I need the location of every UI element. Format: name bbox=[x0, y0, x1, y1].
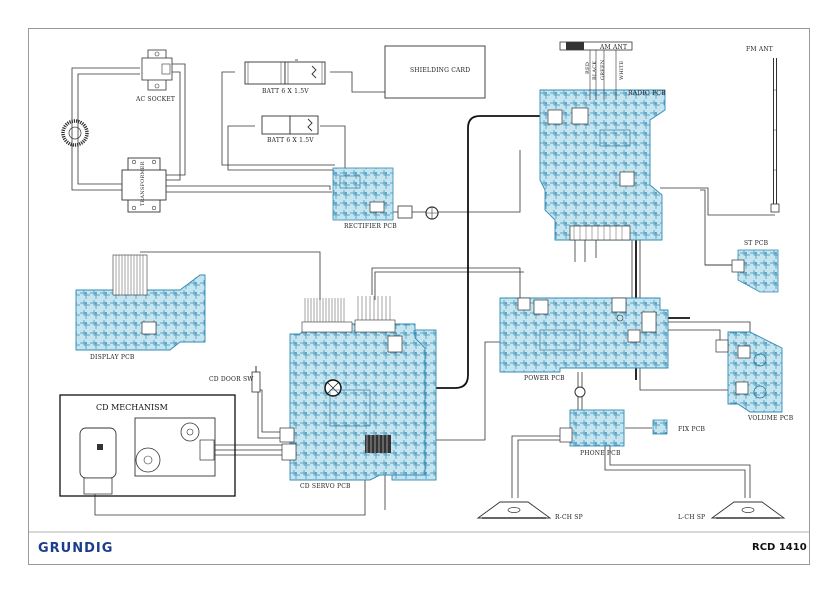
am-antenna bbox=[559, 41, 633, 100]
label-fm-ant: FM ANT bbox=[746, 46, 773, 53]
brand-logo: GRUNDIG bbox=[38, 541, 114, 556]
label-l-ch-sp: L-CH SP bbox=[678, 514, 706, 521]
battery-pack-1 bbox=[244, 61, 326, 85]
cd-mechanism bbox=[59, 394, 236, 497]
label-volume-pcb: VOLUME PCB bbox=[748, 415, 794, 422]
radio-pcb bbox=[539, 89, 666, 241]
diagram-frame bbox=[28, 28, 810, 565]
shielding-card bbox=[384, 45, 486, 99]
volume-pcb bbox=[715, 331, 783, 413]
fix-pcb bbox=[652, 419, 668, 435]
ferrite-toroid bbox=[61, 119, 89, 147]
label-white: WHITE bbox=[619, 60, 625, 80]
speaker-left bbox=[710, 501, 786, 519]
label-am-ant: AM ANT bbox=[600, 44, 628, 51]
label-rectifier-pcb: RECTIFIER PCB bbox=[344, 223, 397, 230]
fm-antenna bbox=[770, 58, 780, 213]
model-number: RCD 1410 bbox=[752, 542, 807, 553]
st-pcb bbox=[731, 249, 779, 293]
label-batt-2: BATT 6 X 1.5V bbox=[267, 137, 314, 144]
speaker-right bbox=[476, 501, 552, 519]
label-st-pcb: ST PCB bbox=[744, 240, 769, 247]
label-ac-socket: AC SOCKET bbox=[136, 96, 176, 103]
label-red: RED bbox=[585, 61, 591, 74]
dc-jack bbox=[397, 205, 439, 220]
label-r-ch-sp: R-CH SP bbox=[555, 514, 583, 521]
rectifier-pcb bbox=[332, 167, 394, 221]
label-radio-pcb: RADIO PCB bbox=[628, 90, 666, 97]
transformer bbox=[121, 157, 167, 213]
cd-door-switch bbox=[251, 366, 261, 393]
label-cd-servo-pcb: CD SERVO PCB bbox=[300, 483, 351, 490]
label-batt-1: BATT 6 X 1.5V bbox=[262, 88, 309, 95]
label-shielding-card: SHIELDING CARD bbox=[410, 67, 471, 74]
label-display-pcb: DISPLAY PCB bbox=[90, 354, 135, 361]
power-pcb bbox=[499, 297, 669, 373]
label-fix-pcb: FIX PCB bbox=[678, 426, 706, 433]
cd-servo-pcb bbox=[279, 296, 437, 481]
wires bbox=[71, 59, 775, 516]
display-pcb bbox=[75, 254, 206, 351]
label-green: GREEN bbox=[600, 59, 606, 80]
battery-pack-2 bbox=[261, 115, 319, 135]
ac-socket bbox=[141, 49, 173, 91]
label-power-pcb: POWER PCB bbox=[524, 375, 565, 382]
label-cd-mechanism: CD MECHANISM bbox=[96, 403, 168, 412]
phone-pcb bbox=[559, 386, 625, 447]
label-cd-door-sw: CD DOOR SW bbox=[209, 376, 254, 383]
label-transformer: TRANSFORMER bbox=[140, 161, 146, 206]
label-phone-pcb: PHONE PCB bbox=[580, 450, 621, 457]
label-black: BLACK bbox=[592, 60, 598, 80]
